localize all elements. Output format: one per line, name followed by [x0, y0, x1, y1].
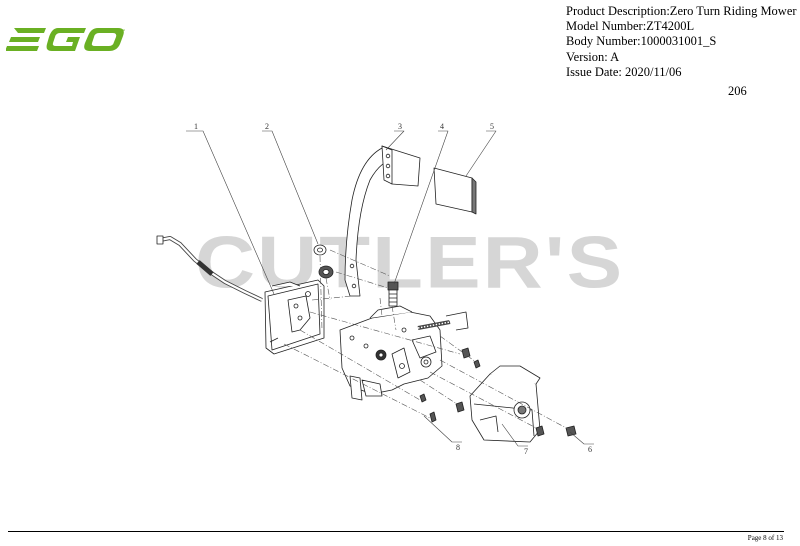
pedal-housing [339, 305, 443, 401]
brake-cable [156, 235, 263, 302]
issue-date: Issue Date: 2020/11/06 [566, 64, 682, 79]
callout-4: 4 [440, 122, 444, 131]
page-label: Page 8 of 13 [747, 534, 783, 542]
product-info: Product Description:Zero Turn Riding Mow… [566, 4, 797, 80]
bolt [387, 281, 399, 307]
spacer-bushings [313, 244, 334, 279]
callout-1: 1 [194, 122, 198, 131]
housing-cover [469, 365, 541, 443]
footer-rule [8, 531, 784, 532]
diagram-number: 206 [728, 84, 747, 98]
callout-3: 3 [398, 122, 402, 131]
callout-2: 2 [265, 122, 269, 131]
bracket-plate [264, 279, 325, 355]
svg-text:™: ™ [121, 28, 125, 33]
callout-8: 8 [456, 443, 460, 452]
model-number: Model Number:ZT4200L [566, 19, 695, 34]
body-number: Body Number:1000031001_S [566, 34, 717, 49]
callout-5: 5 [490, 122, 494, 131]
product-description: Product Description:Zero Turn Riding Mow… [566, 4, 797, 18]
version: Version: A [566, 49, 620, 64]
pedal-pad [433, 167, 477, 215]
callout-leaders [186, 130, 594, 447]
ego-logo: ™ [6, 28, 125, 51]
callout-6: 6 [588, 445, 592, 454]
callout-numbers: 1 2 3 4 5 6 7 8 [194, 122, 592, 456]
callout-7: 7 [524, 447, 528, 456]
return-spring [417, 311, 469, 331]
pedal-arm [344, 145, 421, 297]
alignment-lines [283, 249, 571, 431]
watermark: CUTLER'S [194, 221, 625, 304]
